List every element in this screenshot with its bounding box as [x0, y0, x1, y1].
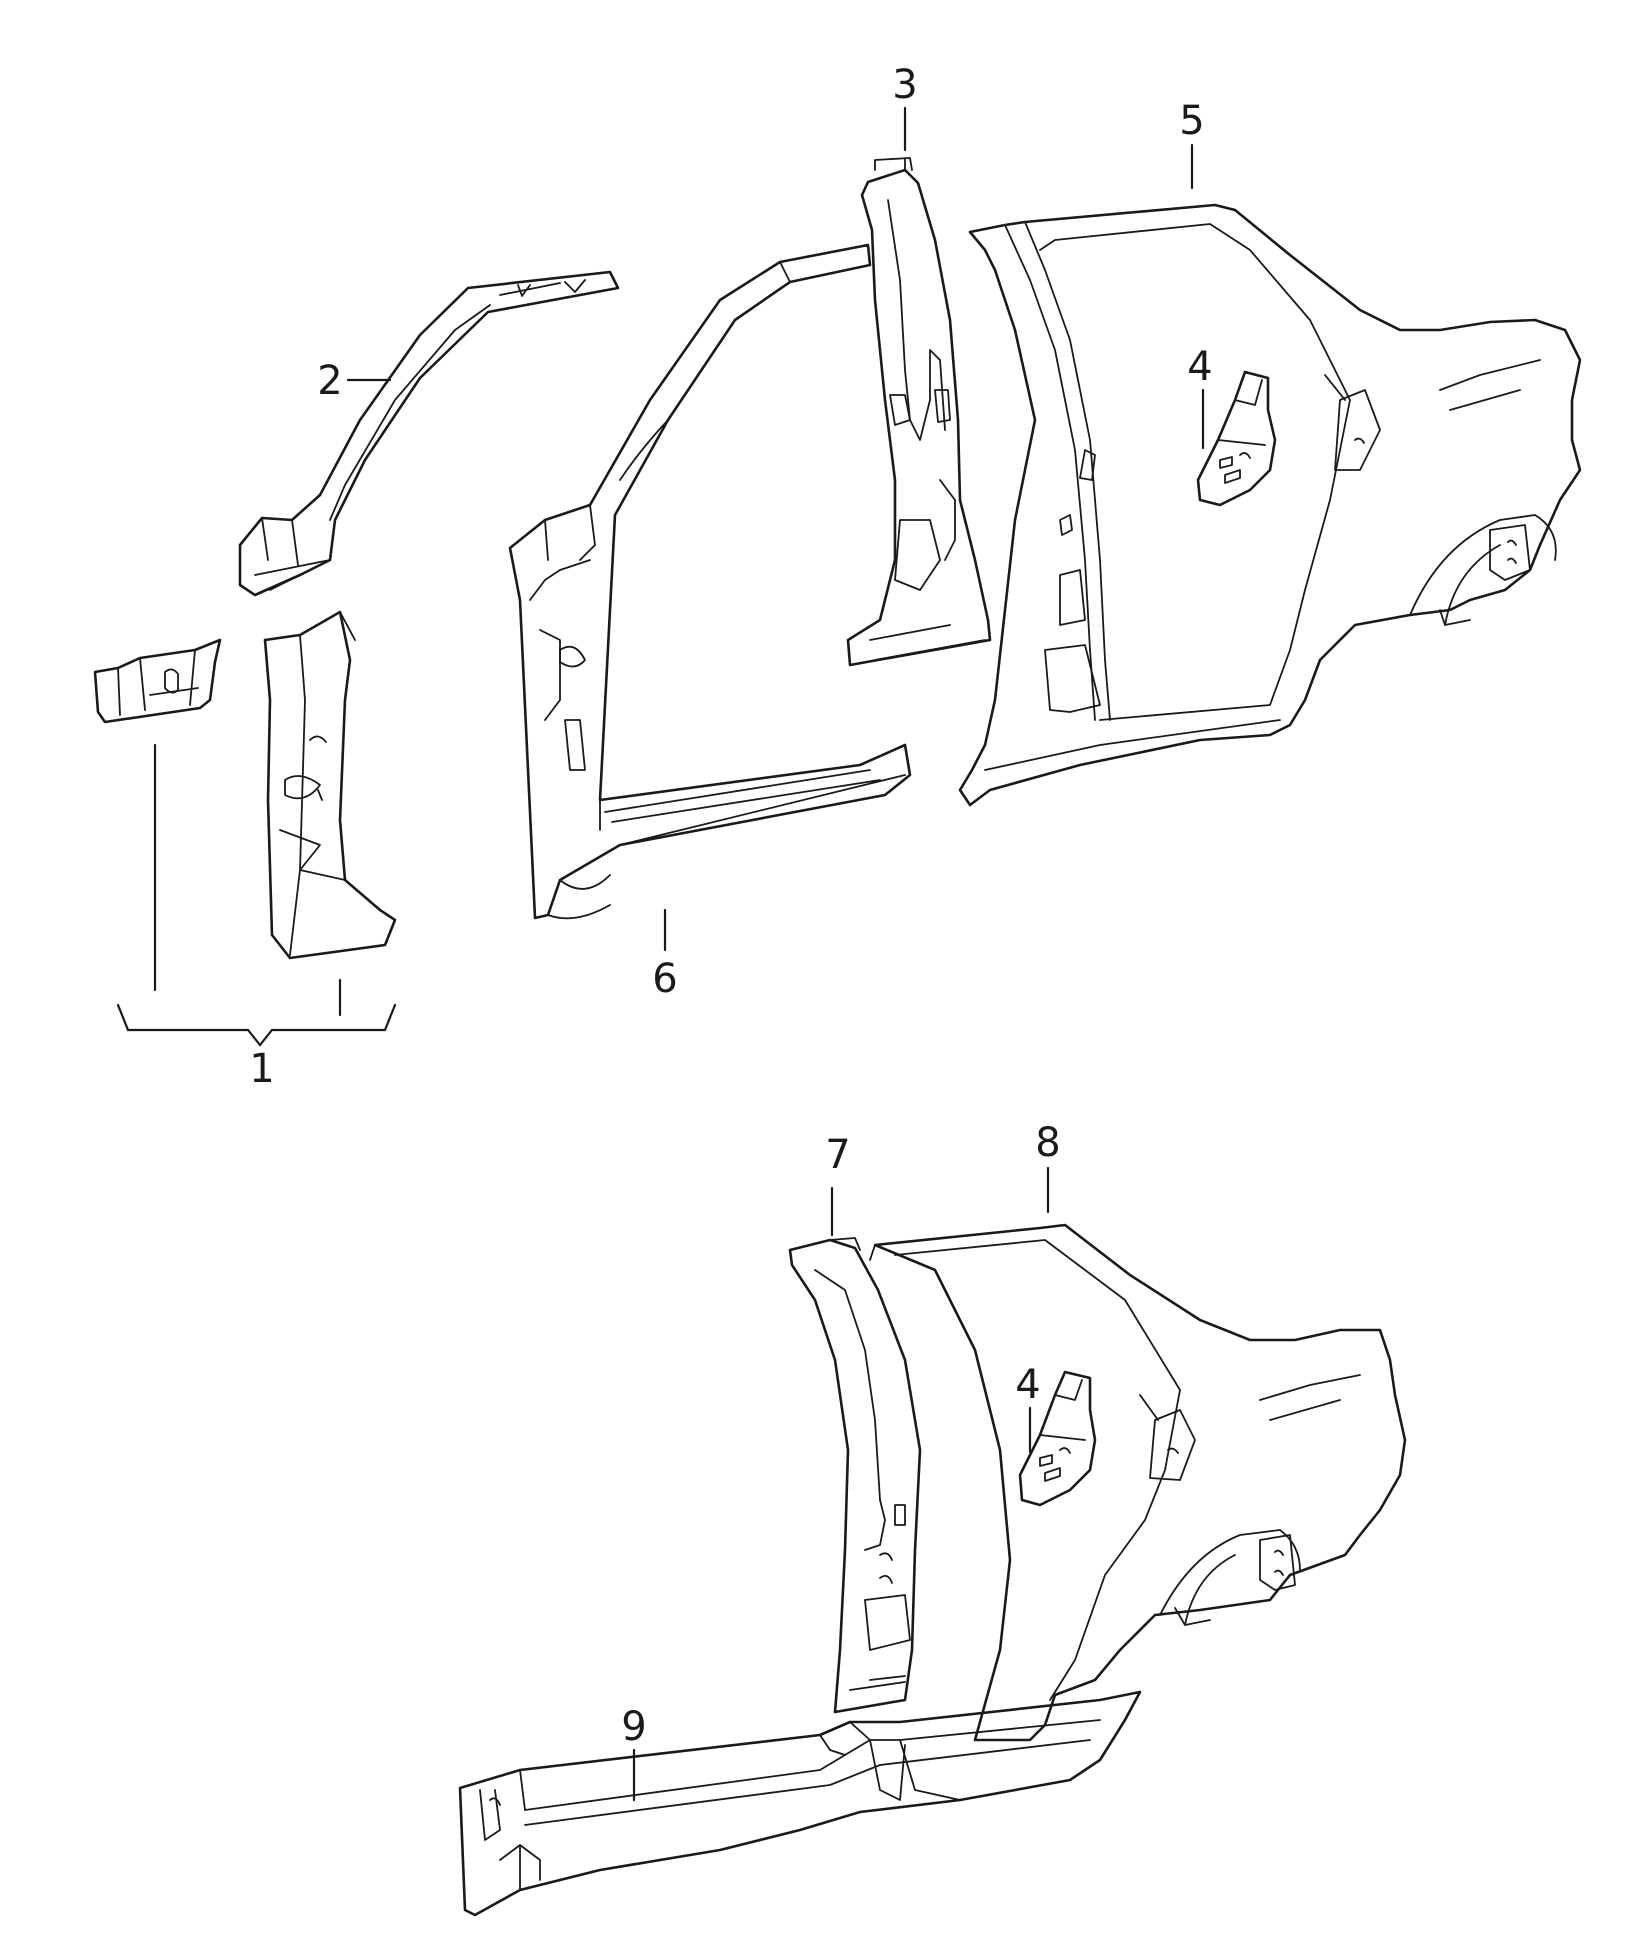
part-3-b-pillar	[846, 157, 992, 667]
callout-5: 5	[1179, 98, 1204, 144]
part-1-a-pillar-lower	[263, 610, 397, 960]
part-6-front-door-frame	[508, 243, 912, 920]
callouts: 1 2 3 4 4 5 6 7 8 9	[249, 62, 1212, 1750]
callout-8: 8	[1035, 1120, 1060, 1166]
part-4-bracket-lower	[1018, 1370, 1097, 1507]
callout-1: 1	[249, 1046, 274, 1092]
callout-2: 2	[317, 358, 342, 404]
callout-7: 7	[825, 1132, 850, 1178]
part-2-a-pillar-upper	[238, 270, 620, 597]
callout-4-upper: 4	[1187, 344, 1212, 390]
callout-3: 3	[892, 62, 917, 108]
part-8-rear-side-panel	[869, 1223, 1407, 1742]
part-4-bracket-upper	[1196, 370, 1277, 507]
part-7-b-pillar	[788, 1237, 922, 1714]
callout-9: 9	[621, 1704, 646, 1750]
part-5-rear-side-panel	[958, 203, 1582, 807]
part-9-sill-panel	[458, 1690, 1142, 1917]
callout-4-lower: 4	[1015, 1362, 1040, 1408]
bracket-1	[116, 1003, 397, 1047]
callout-6: 6	[652, 956, 677, 1002]
part-1-bracket	[93, 638, 222, 724]
leader-lines	[116, 106, 1205, 1802]
